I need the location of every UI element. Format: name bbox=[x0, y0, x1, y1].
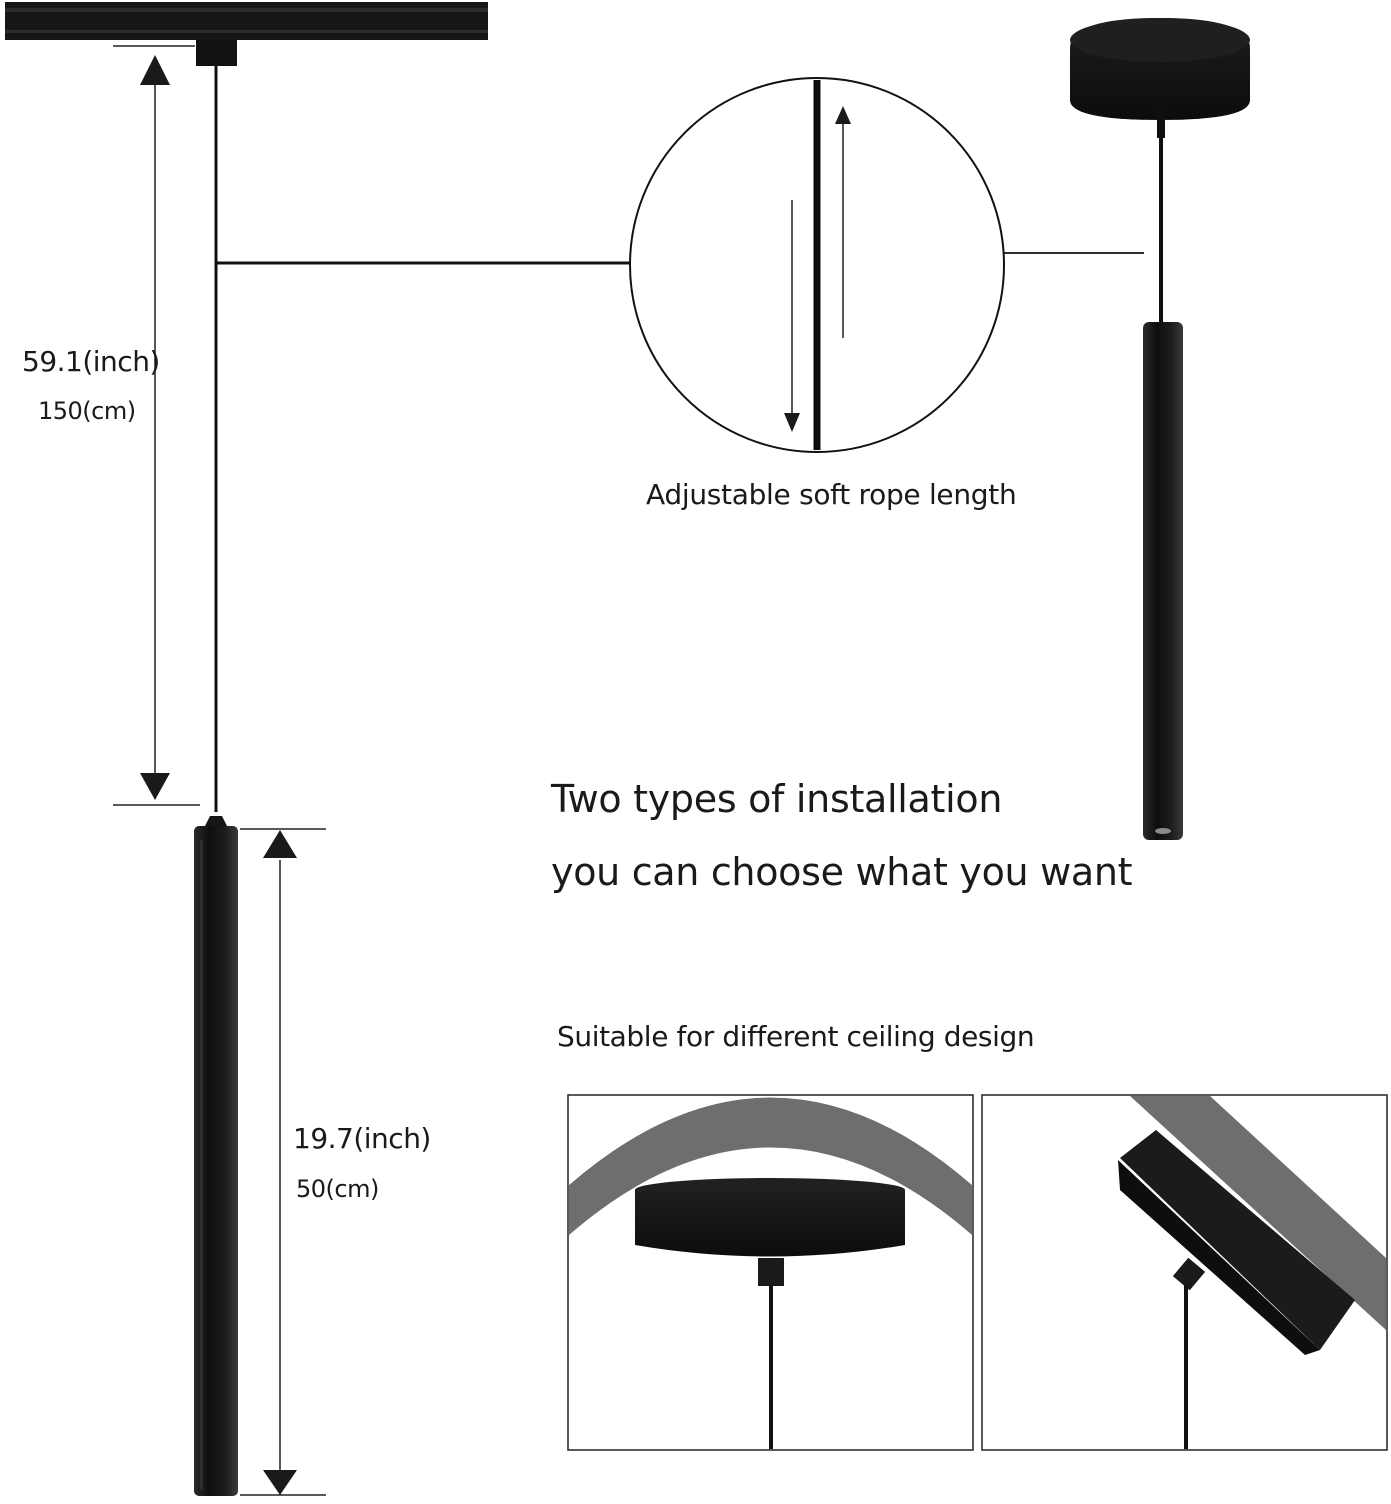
zoom-circle bbox=[629, 77, 1005, 453]
track-adapter bbox=[196, 40, 237, 66]
tube-length-cm-label: 50(cm) bbox=[296, 1175, 379, 1203]
ceiling-design-title: Suitable for different ceiling design bbox=[557, 1020, 1035, 1053]
tube-length-dimension bbox=[240, 828, 326, 1496]
ceiling-panel-sloped bbox=[981, 1094, 1388, 1451]
right-pendant bbox=[1070, 18, 1250, 840]
cable-length-cm-label: 150(cm) bbox=[38, 397, 136, 425]
ceiling-panel-curved bbox=[567, 1094, 974, 1451]
cable-length-inch-label: 59.1(inch) bbox=[22, 345, 160, 378]
tube-length-inch-label: 19.7(inch) bbox=[293, 1122, 431, 1155]
zoom-caption: Adjustable soft rope length bbox=[646, 478, 1017, 511]
installation-headline-line1: Two types of installation bbox=[551, 777, 1003, 821]
left-pendant-tube bbox=[194, 816, 238, 1496]
installation-headline-line2: you can choose what you want bbox=[551, 850, 1133, 894]
cable-length-dimension bbox=[113, 45, 200, 806]
track-rail bbox=[5, 2, 488, 40]
